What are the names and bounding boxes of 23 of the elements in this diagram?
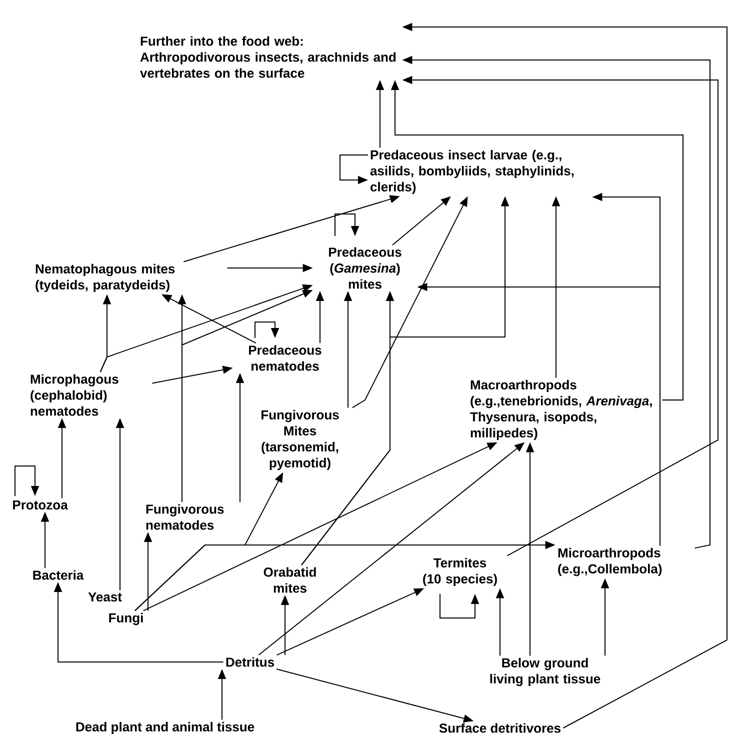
organism-label: Dead plant and animal tissue (76, 722, 254, 734)
organism-label: Below ground living plant tissue (490, 658, 600, 686)
organism-label: Microphagous (cephalobid) nematodes (30, 374, 118, 416)
organism-label: Surface detritivores (439, 723, 560, 733)
organism-label: Yeast (88, 592, 122, 602)
organism-label: Fungivorous Mites (tarsonemid, pyemotid) (262, 410, 339, 470)
organism-label: Termites (10 species) (423, 558, 497, 586)
organism-label: Macroarthropods (e.g.,tenebrionids, Arenivaga, Thysenura, isopods, millipedes) (470, 380, 652, 440)
organism-label: Detritus (226, 657, 274, 667)
organism-label: Nematophagous mites (tydeids, paratydeids) (36, 264, 175, 292)
organism-label: Fungivorous nematodes (146, 504, 224, 530)
organism-label: Orabatid mites (264, 567, 316, 593)
organism-label: Further into the food web: Arthropodivorous insects, arachnids and vertebrates on the surface (140, 36, 396, 78)
organism-label: Bacteria (33, 570, 84, 580)
organism-label: Predaceous nematodes (249, 345, 322, 371)
arrow (14, 466, 40, 496)
organism-label: Predaceous (Gamesina) mites (329, 247, 402, 289)
organism-label: Protozoa (13, 500, 68, 510)
organism-label: Fungi (109, 612, 143, 626)
arrow (334, 214, 360, 236)
organism-label: Microarthropods (e.g.,Collembola) (558, 548, 662, 576)
arrow (254, 322, 280, 338)
organism-label: Predaceous insect larvae (e.g., asilids, bombyliids, staphylinids, clerids) (370, 150, 574, 194)
